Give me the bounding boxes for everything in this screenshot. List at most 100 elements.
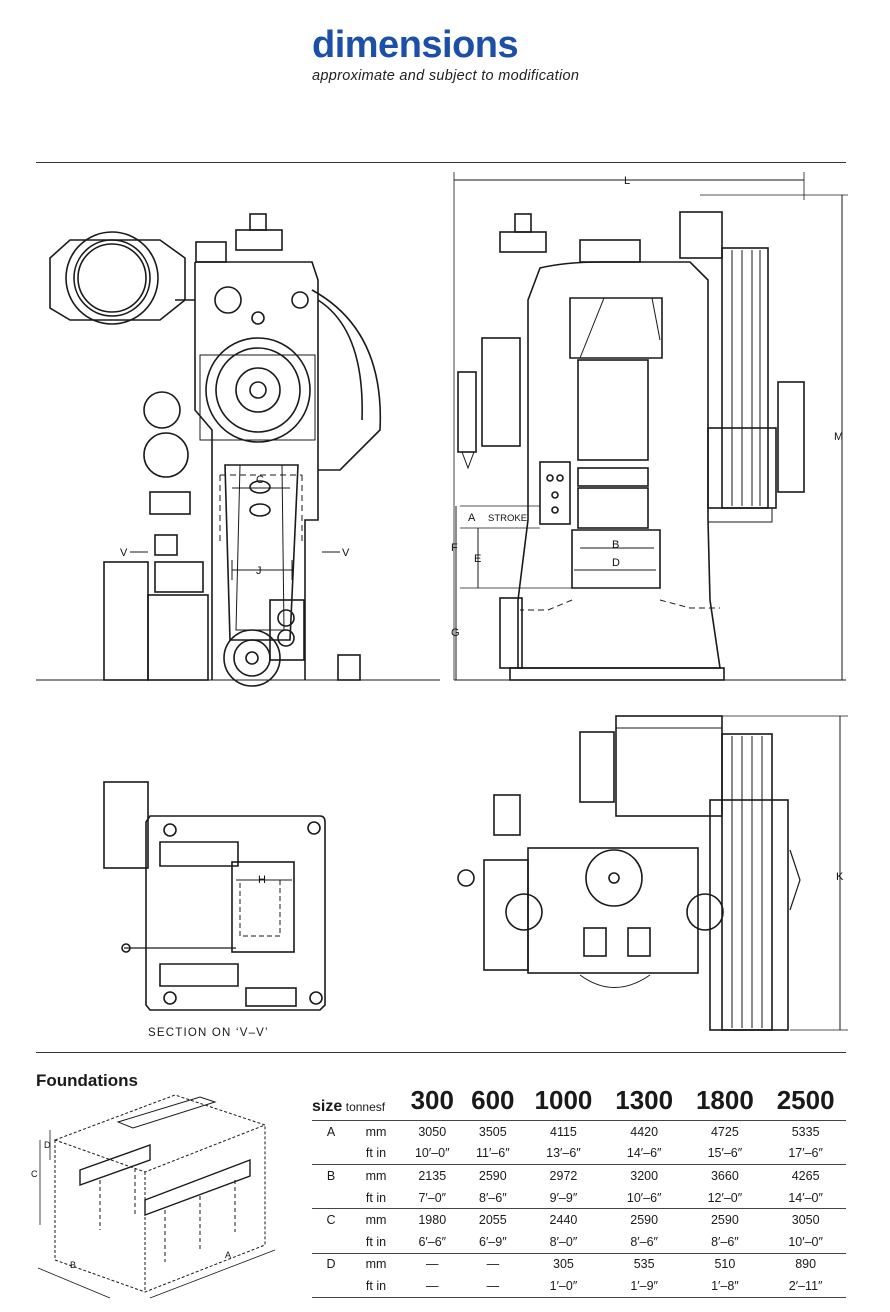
dim-label-k: K <box>836 871 844 883</box>
table-cell: 3050 <box>402 1119 463 1143</box>
table-cell: 6′–6″ <box>418 1234 447 1249</box>
table-cell: 10′–6″ <box>626 1190 662 1205</box>
table-cell: 11′–6″ <box>475 1146 510 1161</box>
table-cell: 1′–9″ <box>603 1275 685 1298</box>
table-cell: 2972 <box>523 1164 604 1187</box>
foundation-label-a: A <box>225 1250 231 1260</box>
table-cell: 305 <box>523 1252 604 1276</box>
table-cell: — <box>402 1275 463 1298</box>
section-vv-drawing <box>103 781 326 1011</box>
front-elevation-drawing <box>453 172 848 681</box>
table-cell: 535 <box>603 1252 685 1276</box>
top-divider <box>36 162 846 163</box>
dim-label-d: D <box>612 557 620 569</box>
table-cell: 2590 <box>462 1164 524 1187</box>
dim-label-e: E <box>474 553 481 565</box>
bottom-divider <box>36 1052 846 1053</box>
table-cell: 3660 <box>684 1164 766 1187</box>
table-cell: 1′–8″ <box>684 1275 766 1298</box>
page-title: dimensions <box>312 24 519 66</box>
spec-table: size tonnesf 300 600 1000 1300 1800 2500… <box>312 1078 846 1298</box>
row-letter: B <box>312 1164 350 1187</box>
table-cell: 8′–6″ <box>479 1190 507 1205</box>
dim-label-h: H <box>258 874 266 886</box>
table-cell: 15′–6″ <box>707 1146 743 1161</box>
foundation-drawing <box>37 1094 276 1299</box>
table-cell: 9′–9″ <box>549 1190 578 1205</box>
section-caption: SECTION ON ‘V–V’ <box>148 1027 269 1039</box>
dim-label-g: G <box>451 627 460 639</box>
table-cell: 1980 <box>402 1208 463 1231</box>
table-cell: 2590 <box>603 1208 685 1231</box>
row-letter: A <box>312 1119 350 1143</box>
table-cell: 2135 <box>402 1164 463 1187</box>
table-cell: 4420 <box>603 1119 685 1143</box>
table-cell: 13′–6″ <box>546 1146 581 1161</box>
table-cell: 4115 <box>523 1119 604 1143</box>
table-cell: 10′–0″ <box>788 1234 823 1249</box>
table-cell: 8′–0″ <box>549 1234 578 1249</box>
table-cell: 8′–6″ <box>630 1234 658 1249</box>
table-cell: 12′–0″ <box>707 1190 743 1205</box>
top-view-drawing <box>457 715 848 1031</box>
table-cell: 10′–0″ <box>414 1146 450 1161</box>
size-header: 600 <box>462 1078 524 1121</box>
row-unit: ft in <box>365 1234 387 1249</box>
table-cell: — <box>462 1275 524 1298</box>
row-unit: mm <box>350 1252 402 1276</box>
table-cell: 5335 <box>765 1119 846 1143</box>
table-cell: 2590 <box>684 1208 766 1231</box>
size-header: 1300 <box>603 1078 685 1121</box>
row-unit: mm <box>350 1208 402 1231</box>
table-cell: 1′–0″ <box>523 1275 604 1298</box>
foundation-label-d: D <box>44 1140 51 1150</box>
table-cell: 2055 <box>462 1208 524 1231</box>
dim-label-b: B <box>612 539 619 551</box>
size-header: 300 <box>402 1078 463 1121</box>
spec-header-row: size tonnesf 300 600 1000 1300 1800 2500 <box>312 1078 846 1121</box>
table-row: B mm 2135 2590 2972 3200 3660 4265 <box>312 1164 846 1187</box>
table-cell: 510 <box>684 1252 766 1276</box>
table-cell: 3200 <box>603 1164 685 1187</box>
size-header: 1800 <box>684 1078 766 1121</box>
row-unit: mm <box>350 1119 402 1143</box>
table-cell: 2440 <box>523 1208 604 1231</box>
dim-label-l: L <box>624 175 630 187</box>
cut-label-v-left: V <box>120 547 128 559</box>
table-cell: — <box>462 1252 524 1276</box>
row-letter: C <box>312 1208 350 1231</box>
table-row: ft in 6′–6″ 6′–9″ 8′–0″ 8′–6″ 8′–6″ 10′–… <box>312 1231 846 1253</box>
table-row: ft in — — 1′–0″ 1′–9″ 1′–8″ 2′–11″ <box>312 1275 846 1298</box>
size-header: 1000 <box>523 1078 604 1121</box>
foundations-title: Foundations <box>36 1071 138 1090</box>
side-elevation-drawing <box>36 213 440 687</box>
table-cell: 4725 <box>684 1119 766 1143</box>
table-cell: 2′–11″ <box>765 1275 846 1298</box>
row-unit: mm <box>350 1164 402 1187</box>
table-row: A mm 3050 3505 4115 4420 4725 5335 <box>312 1119 846 1143</box>
stroke-label: STROKE <box>488 513 527 524</box>
dim-label-c: C <box>256 474 264 486</box>
table-cell: 3505 <box>462 1119 524 1143</box>
unit-word: tonnesf <box>345 1100 386 1114</box>
table-cell: 14′–6″ <box>626 1146 662 1161</box>
table-cell: 4265 <box>765 1164 846 1187</box>
table-row: C mm 1980 2055 2440 2590 2590 3050 <box>312 1208 846 1231</box>
table-cell: 14′–0″ <box>788 1190 823 1205</box>
table-cell: 8′–6″ <box>711 1234 739 1249</box>
dim-label-j: J <box>256 565 262 577</box>
foundation-label-c: C <box>31 1169 38 1179</box>
table-row: D mm — — 305 535 510 890 <box>312 1252 846 1276</box>
size-header: 2500 <box>765 1078 846 1121</box>
row-unit: ft in <box>365 1146 387 1161</box>
cut-label-v-right: V <box>342 547 350 559</box>
foundation-label-b: B <box>70 1260 76 1270</box>
table-cell: 17′–6″ <box>788 1146 823 1161</box>
table-cell: — <box>402 1252 463 1276</box>
dim-label-a: A <box>468 512 476 524</box>
table-cell: 7′–0″ <box>418 1190 447 1205</box>
size-word: size <box>312 1098 343 1115</box>
table-cell: 3050 <box>765 1208 846 1231</box>
table-cell: 6′–9″ <box>479 1234 507 1249</box>
